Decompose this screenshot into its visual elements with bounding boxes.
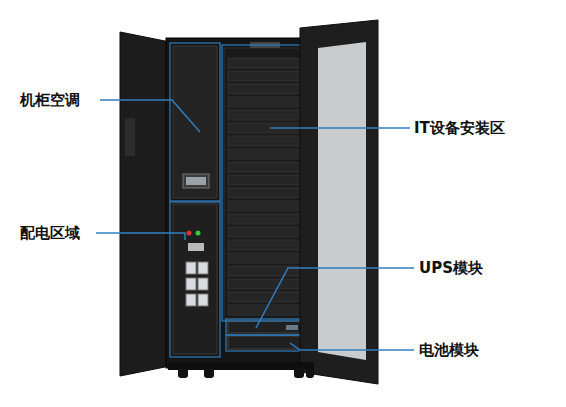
right-door (300, 20, 378, 384)
rack-slat (228, 110, 306, 120)
power-distribution (173, 204, 217, 354)
ups-panel (286, 325, 298, 330)
it-area (224, 48, 310, 320)
rack-slats (228, 58, 306, 315)
left-door (120, 32, 170, 376)
breaker-row (186, 278, 208, 290)
leader-line (256, 268, 414, 328)
callout-label: UPS模块 (419, 259, 483, 277)
rack-slat (228, 279, 306, 289)
leader-line (96, 233, 185, 240)
rack-slat (228, 292, 306, 302)
air-conditioner (173, 46, 217, 198)
breaker (186, 262, 196, 274)
wheel (178, 368, 188, 378)
highlight-frame (170, 43, 220, 201)
rack-slat (228, 149, 306, 159)
wheels (178, 368, 314, 378)
rack-slat (228, 188, 306, 198)
highlight-frame (170, 202, 220, 357)
rack-slat (228, 58, 306, 68)
rack-slat (228, 201, 306, 211)
highlight-frame (222, 45, 312, 321)
cabinet-base (168, 362, 314, 370)
indicator-red (187, 231, 192, 236)
ac-screen-display (186, 177, 206, 185)
callout-label: 机柜空调 (20, 91, 80, 109)
ups-unit (228, 321, 308, 333)
rack-slat (228, 71, 306, 81)
meter (188, 243, 204, 251)
rack-slat (228, 214, 306, 224)
highlight-frame (226, 319, 310, 335)
leader-line (270, 127, 410, 129)
door-handle (125, 118, 135, 156)
cabinet-body (166, 38, 316, 368)
highlight-frames (170, 43, 312, 357)
rack-slat (228, 136, 306, 146)
glass-panel (318, 42, 366, 360)
rack-slat (228, 84, 306, 94)
wheel (294, 368, 304, 378)
leader-lines (96, 100, 414, 350)
breaker (186, 294, 196, 306)
leader-line (290, 343, 414, 350)
breakers (186, 262, 208, 306)
breaker (198, 294, 208, 306)
rack-slat (228, 175, 306, 185)
rack-slat (228, 253, 306, 263)
leader-line (100, 100, 200, 132)
rack-slat (228, 240, 306, 250)
rack-slat (228, 162, 306, 172)
breaker-row (186, 262, 208, 274)
rack-slat (228, 97, 306, 107)
breaker-row (186, 294, 208, 306)
callout-label: 配电区域 (20, 224, 80, 242)
wheel (306, 368, 314, 378)
ac-screen (183, 174, 209, 188)
breaker (198, 278, 208, 290)
breaker (186, 278, 196, 290)
wheel (204, 368, 214, 378)
rack-slat (228, 227, 306, 237)
callout-label: 电池模块 (419, 341, 479, 359)
callout-label: IT设备安装区 (414, 119, 505, 137)
breaker (198, 262, 208, 274)
indicator-green (196, 231, 201, 236)
